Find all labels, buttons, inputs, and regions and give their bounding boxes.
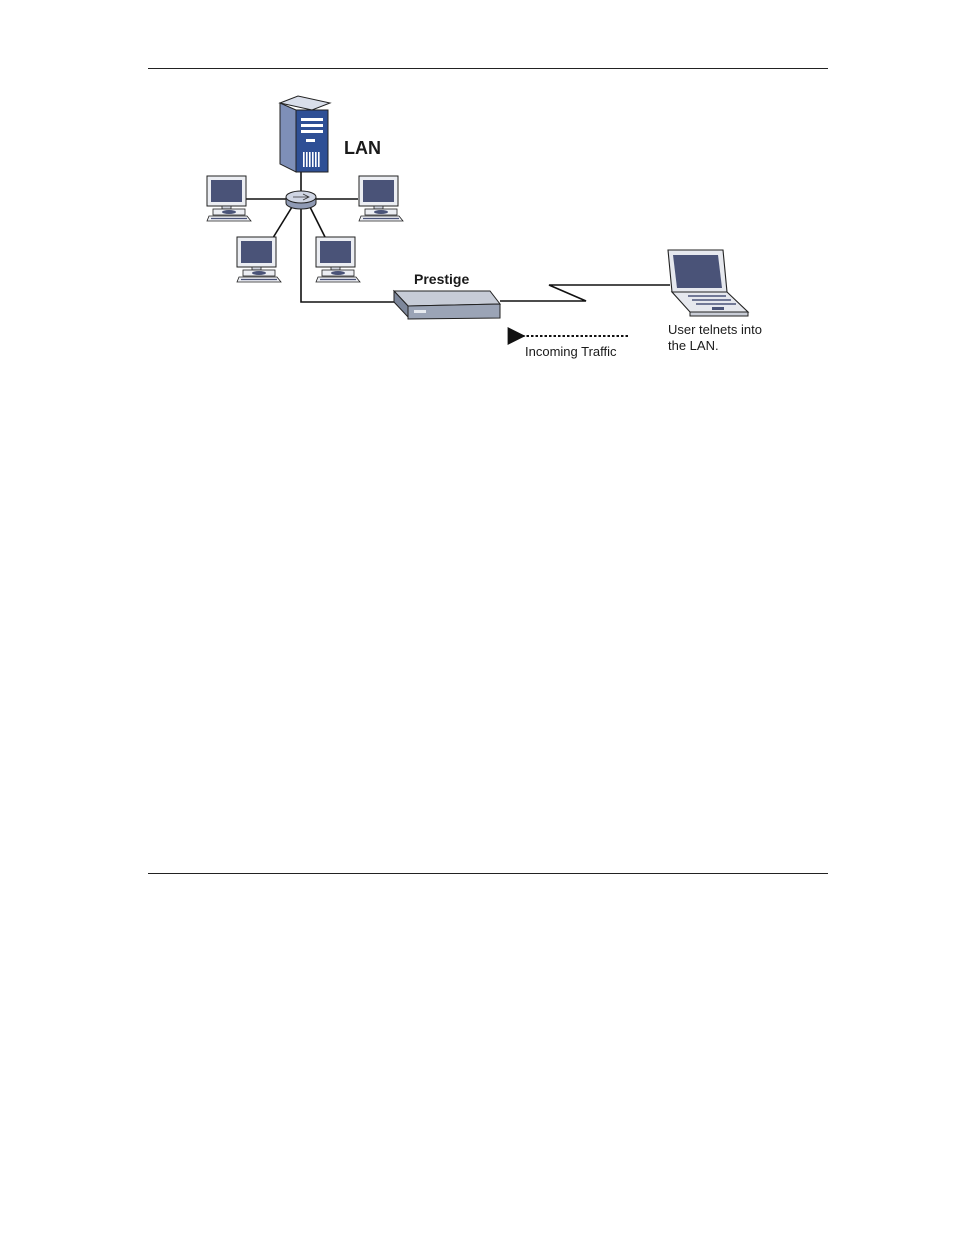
- pc-lower-left-icon: [237, 237, 281, 282]
- network-diagram: LAN Prestige Incoming Traffic User telne…: [0, 0, 954, 400]
- lan-label: LAN: [344, 138, 381, 158]
- prestige-label: Prestige: [414, 271, 469, 287]
- traffic-label: Incoming Traffic: [525, 344, 617, 359]
- hub-icon: [286, 191, 316, 209]
- pc-left-icon: [207, 176, 251, 221]
- user-label-line1: User telnets into: [668, 322, 762, 337]
- pc-lower-right-icon: [316, 237, 360, 282]
- link-hub-pc-lower-left: [271, 207, 292, 241]
- pc-right-icon: [359, 176, 403, 221]
- wan-link: [500, 285, 670, 301]
- prestige-router-icon: [394, 291, 500, 319]
- user-label-line2: the LAN.: [668, 338, 719, 353]
- laptop-icon: [668, 250, 748, 316]
- link-hub-pc-lower-right: [310, 207, 327, 241]
- server-icon: [280, 96, 330, 172]
- bottom-rule: [148, 873, 828, 874]
